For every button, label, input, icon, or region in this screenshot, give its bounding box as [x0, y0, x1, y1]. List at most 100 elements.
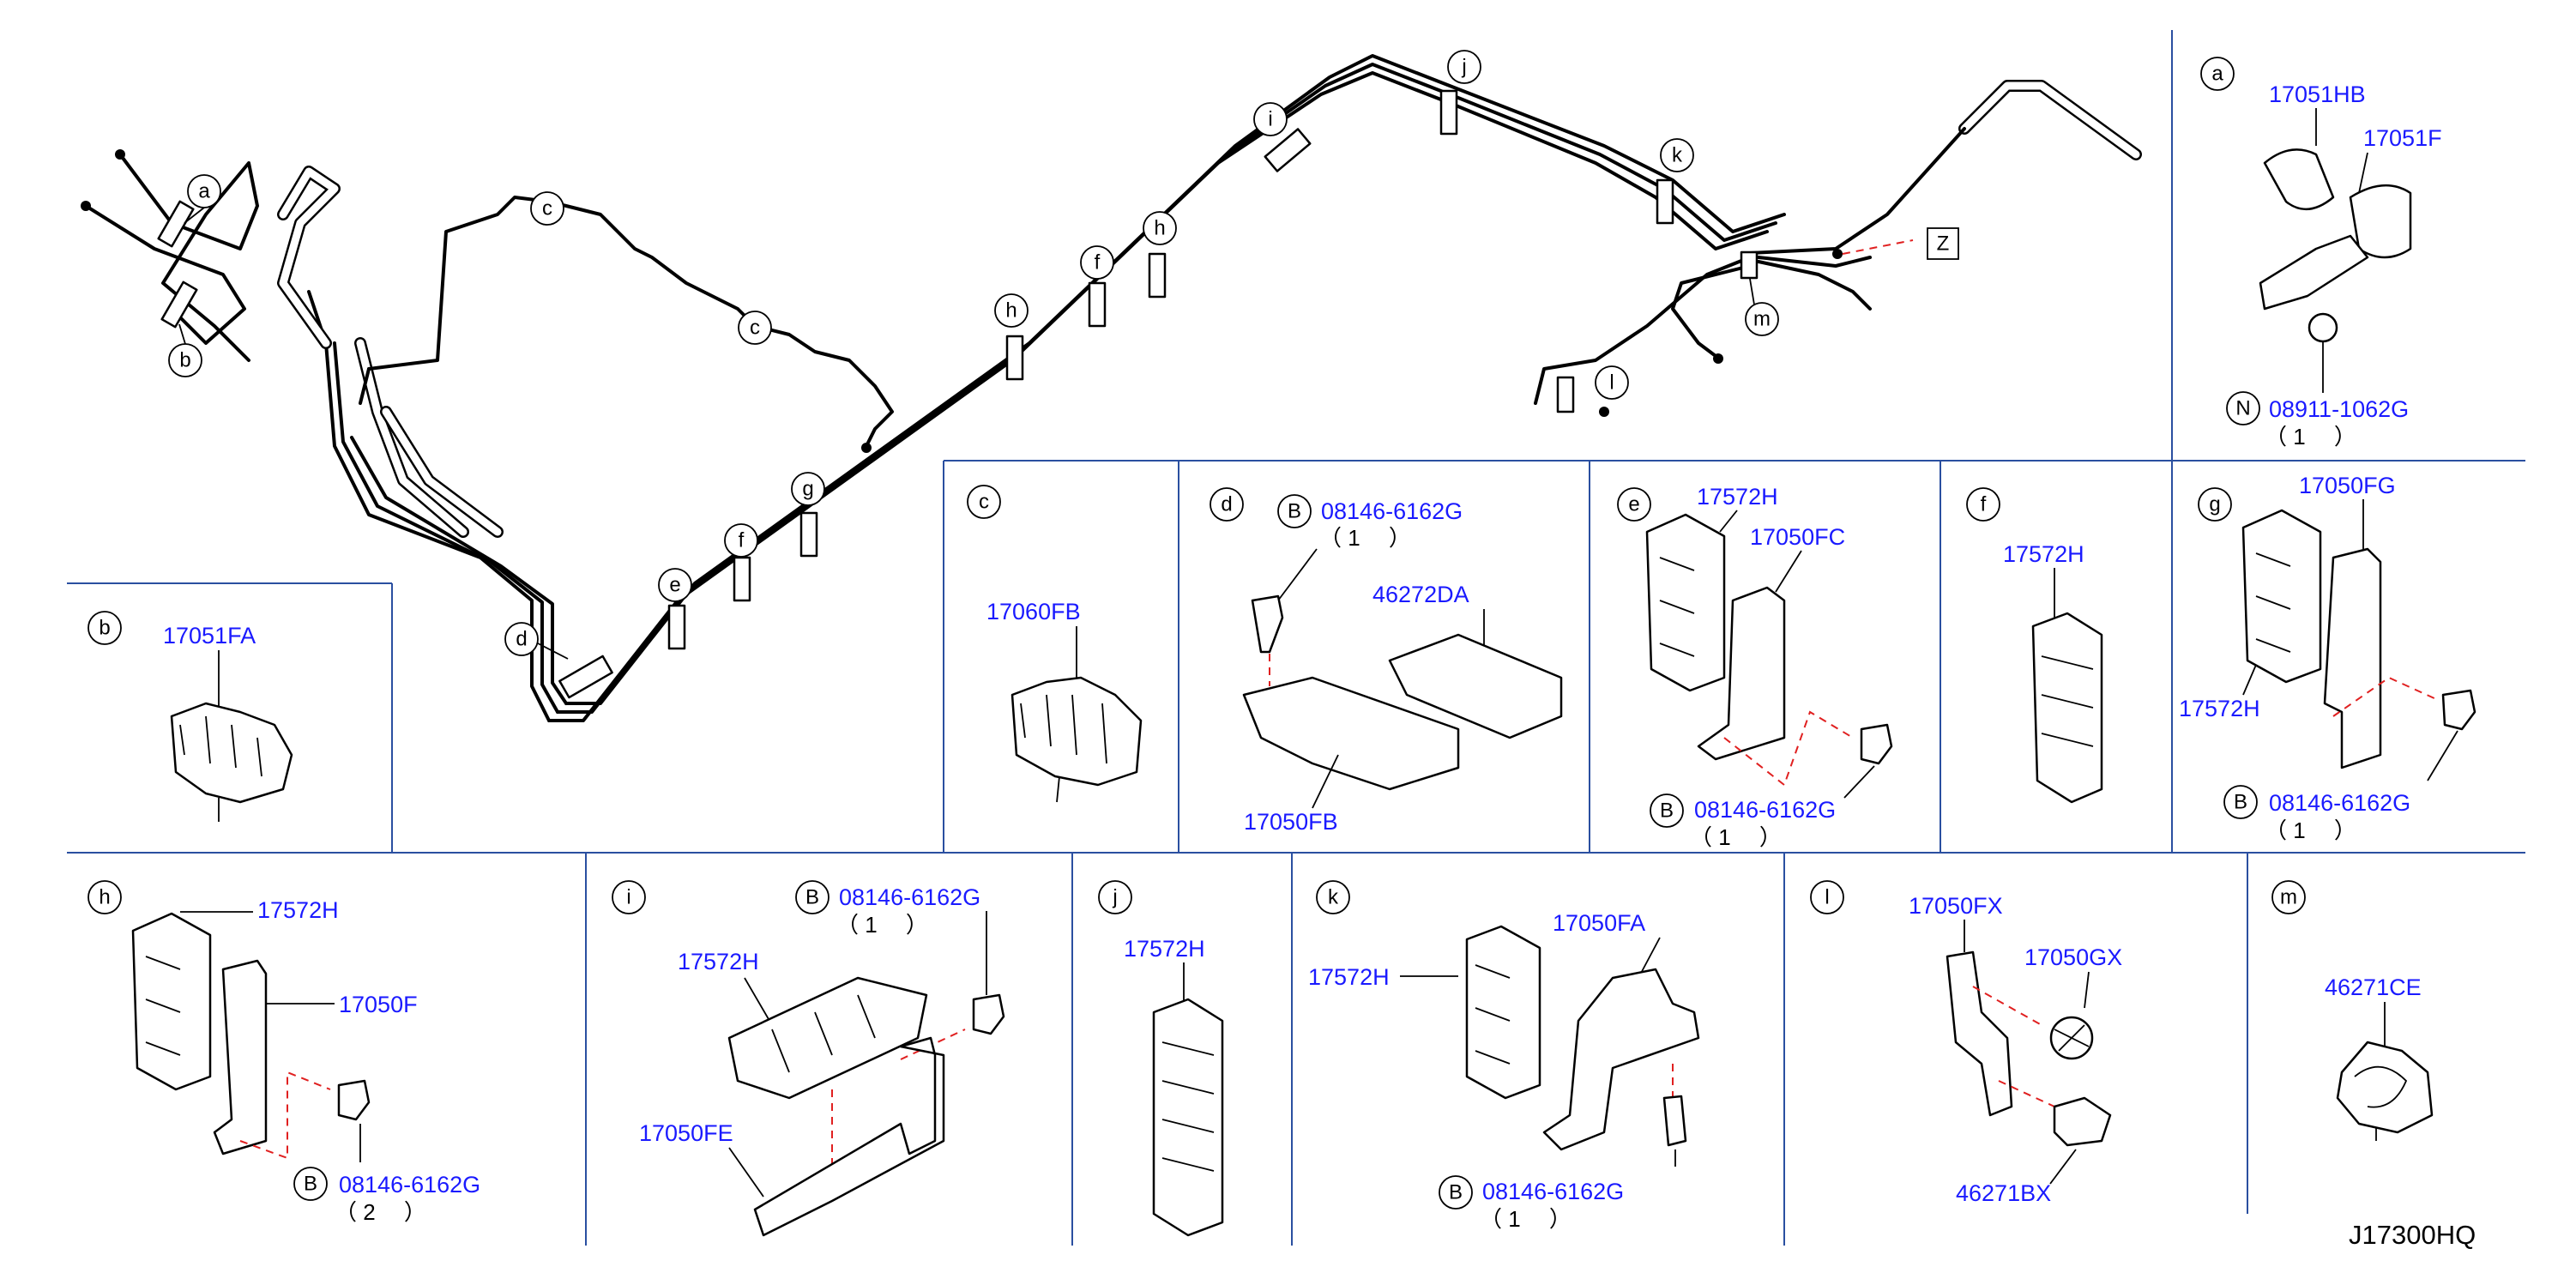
- panel-g: g 17050FG 17572H B 08146-6162G （ 1 ）: [2179, 473, 2476, 843]
- svg-text:c: c: [750, 317, 760, 340]
- label-j-overview: j: [1447, 50, 1481, 84]
- part-17060FB: 17060FB: [986, 599, 1081, 624]
- label-d-overview: d: [504, 622, 539, 656]
- svg-text:b: b: [99, 617, 110, 640]
- svg-text:g: g: [2209, 493, 2220, 516]
- label-m-overview: m: [1745, 302, 1779, 336]
- part-08146-6162G: 08146-6162G: [2269, 790, 2410, 816]
- svg-text:g: g: [802, 478, 813, 501]
- label-e-overview: e: [658, 568, 692, 602]
- svg-text:d: d: [1221, 493, 1232, 516]
- svg-text:a: a: [2211, 63, 2223, 86]
- part-17050FX: 17050FX: [1909, 893, 2003, 919]
- svg-text:j: j: [1461, 56, 1466, 79]
- panel-l: l 17050FX 17050GX 46271BX: [1810, 880, 2122, 1206]
- qty-e: （ 1 ）: [1690, 824, 1782, 850]
- svg-text:k: k: [1672, 144, 1683, 167]
- part-17050FG: 17050FG: [2299, 473, 2396, 498]
- overview-piping: [81, 54, 2142, 722]
- part-17572H: 17572H: [678, 949, 759, 974]
- label-b-overview: b: [168, 343, 202, 377]
- svg-text:e: e: [1628, 493, 1639, 516]
- prefix-b: B: [1288, 500, 1301, 523]
- part-17051HB: 17051HB: [2269, 81, 2366, 107]
- qty-i: （ 1 ）: [836, 912, 928, 938]
- panel-e: e 17572H 17050FC B 08146-6162G （ 1 ）: [1617, 484, 1893, 850]
- qty-h: （ 2 ）: [335, 1199, 426, 1225]
- label-g-overview: g: [791, 472, 825, 506]
- part-08146-6162G: 08146-6162G: [1482, 1179, 1624, 1204]
- svg-text:i: i: [1268, 108, 1272, 131]
- part-17050GX: 17050GX: [2024, 944, 2122, 970]
- label-a-overview: a: [187, 174, 221, 208]
- part-17050FB: 17050FB: [1244, 809, 1338, 835]
- part-17050FE: 17050FE: [639, 1120, 733, 1146]
- label-i-overview: i: [1253, 102, 1288, 136]
- svg-text:e: e: [669, 574, 680, 597]
- part-17050F: 17050F: [339, 992, 418, 1017]
- label-h-overview-1: h: [994, 293, 1029, 328]
- panel-k: k 17050FA 17572H B 08146-6162G （ 1 ）: [1308, 880, 1700, 1232]
- svg-text:j: j: [1112, 886, 1117, 909]
- label-f-overview-2: f: [1080, 245, 1114, 280]
- prefix-n: N: [2235, 397, 2250, 420]
- label-k-overview: k: [1660, 138, 1694, 172]
- panel-m: m 46271CE: [2271, 880, 2434, 1141]
- part-08146-6162G: 08146-6162G: [339, 1172, 480, 1198]
- svg-text:m: m: [2280, 886, 2297, 909]
- panel-h: h 17572H 17050F B 08146-6162G （ 2 ）: [87, 880, 480, 1225]
- part-17050FC: 17050FC: [1750, 524, 1845, 550]
- svg-text:l: l: [1825, 886, 1829, 909]
- label-c-overview-1: c: [530, 191, 564, 226]
- part-17572H: 17572H: [1308, 964, 1390, 990]
- overview-labels: a b c c d e f g h f h i j k l m Z: [168, 50, 1959, 660]
- part-08146-6162G: 08146-6162G: [1694, 797, 1836, 823]
- prefix-b: B: [805, 886, 819, 909]
- prefix-b: B: [1660, 799, 1674, 823]
- part-46271CE: 46271CE: [2325, 974, 2422, 1000]
- panel-d: d B 08146-6162G （ 1 ） 46272DA 17050FB: [1210, 487, 1563, 835]
- panel-f: f 17572H: [1966, 487, 2103, 804]
- part-17572H: 17572H: [257, 897, 339, 923]
- svg-text:l: l: [1609, 371, 1614, 395]
- svg-text:Z: Z: [1937, 232, 1950, 256]
- svg-text:h: h: [1005, 299, 1017, 323]
- part-17572H: 17572H: [1697, 484, 1778, 510]
- part-08911-1062G: 08911-1062G: [2269, 396, 2409, 422]
- qty-k: （ 1 ）: [1480, 1206, 1572, 1232]
- part-17572H: 17572H: [2003, 541, 2084, 567]
- prefix-b: B: [2234, 791, 2247, 814]
- part-08146-6162G: 08146-6162G: [1321, 498, 1463, 524]
- svg-text:f: f: [1981, 493, 1987, 516]
- part-17050FA: 17050FA: [1553, 910, 1645, 936]
- prefix-b: B: [304, 1173, 317, 1196]
- svg-text:b: b: [179, 349, 190, 372]
- svg-text:a: a: [198, 180, 210, 203]
- label-f-overview-1: f: [724, 523, 758, 558]
- panel-i: i B 08146-6162G （ 1 ） 17572H 17050FE: [612, 880, 1005, 1237]
- qty-g: （ 1 ）: [2265, 817, 2356, 843]
- qty-a: （ 1 ）: [2265, 424, 2356, 449]
- svg-text:k: k: [1328, 886, 1339, 909]
- label-h-overview-2: h: [1143, 211, 1177, 245]
- svg-text:c: c: [979, 491, 989, 514]
- part-17051FA: 17051FA: [163, 623, 256, 649]
- panel-j: j 17572H: [1098, 880, 1224, 1237]
- z-view-box: Z: [1927, 227, 1959, 260]
- part-17572H: 17572H: [2179, 696, 2260, 721]
- svg-text:m: m: [1753, 308, 1771, 331]
- part-08146-6162G: 08146-6162G: [839, 884, 980, 910]
- svg-text:c: c: [542, 197, 552, 220]
- panel-dividers: [67, 30, 2525, 1246]
- part-17051F: 17051F: [2363, 125, 2442, 151]
- panel-c: c 17060FB: [967, 485, 1143, 803]
- diagram-reference-number: J17300HQ: [2349, 1220, 2476, 1250]
- svg-text:f: f: [739, 529, 745, 552]
- prefix-b: B: [1449, 1181, 1463, 1204]
- svg-text:f: f: [1095, 251, 1101, 275]
- svg-text:i: i: [626, 886, 630, 909]
- panel-a: a 17051HB 17051F N 08911-1062G （ 1 ）: [2200, 57, 2442, 449]
- label-l-overview: l: [1595, 365, 1629, 400]
- label-c-overview-2: c: [738, 311, 772, 345]
